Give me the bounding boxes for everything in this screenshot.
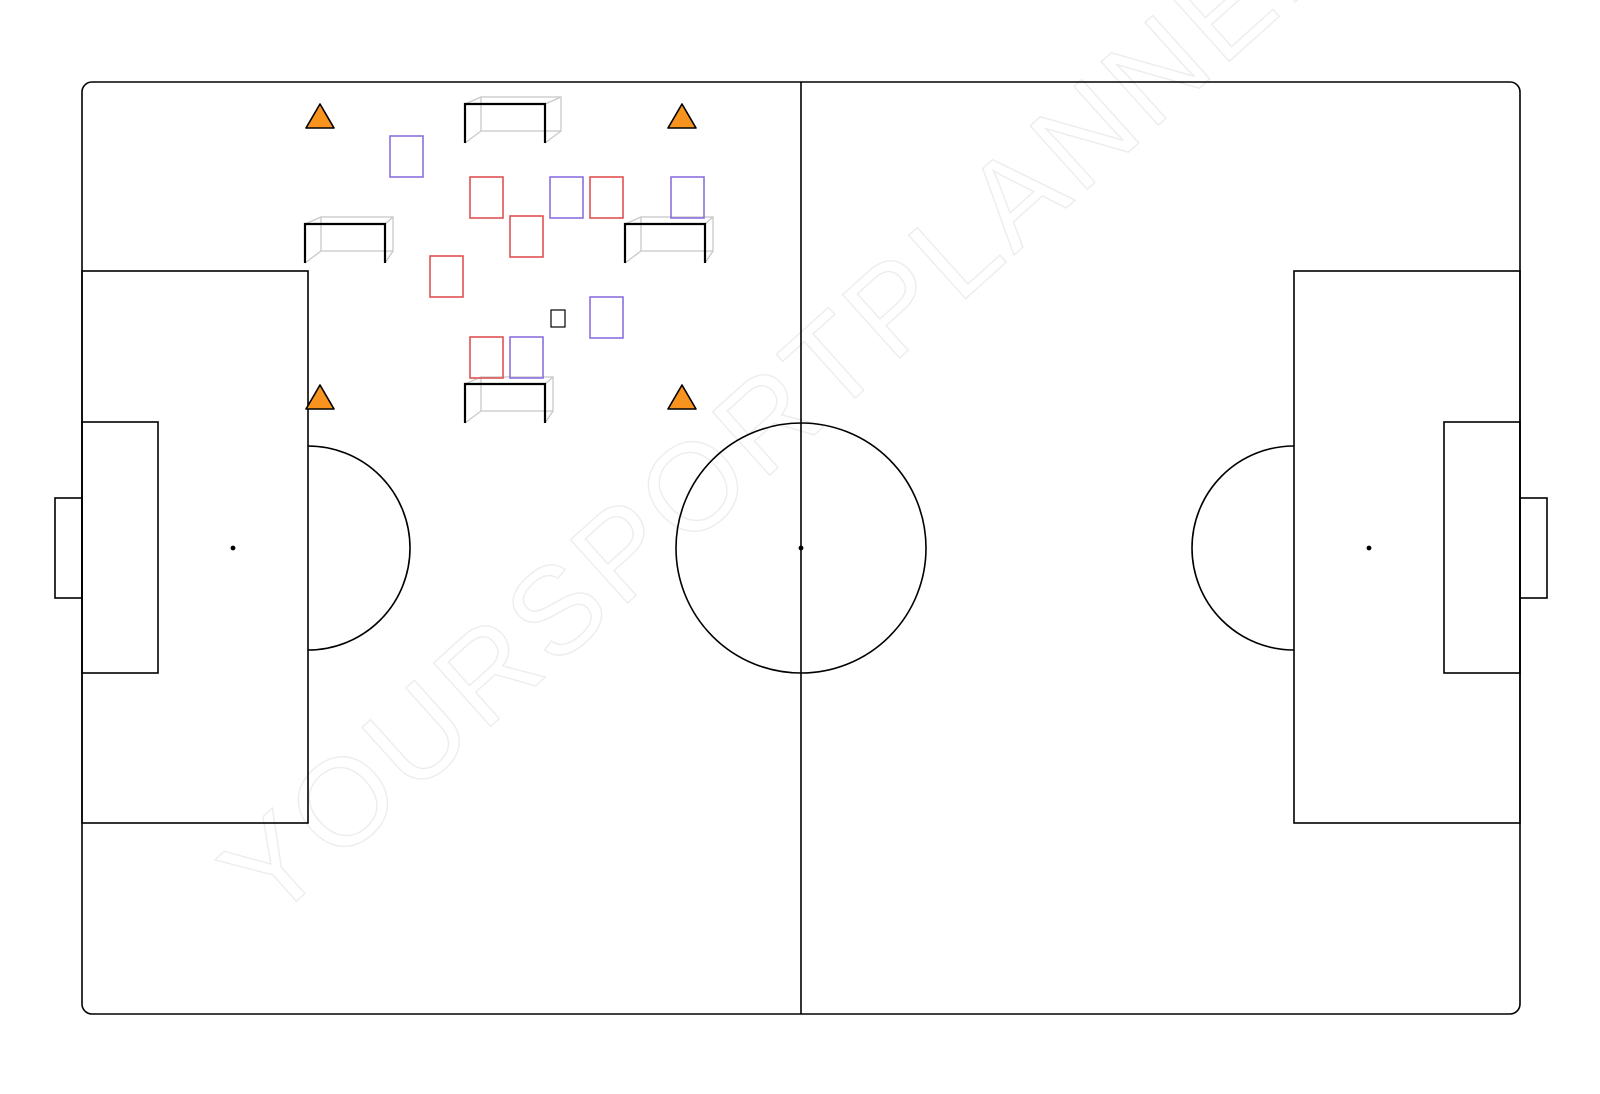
small-goal-bottom[interactable] — [463, 376, 554, 424]
left-penalty-arc — [307, 445, 411, 651]
cone[interactable] — [305, 384, 335, 410]
left-penalty-spot — [230, 545, 236, 551]
cone[interactable] — [667, 384, 697, 410]
left-goal-area — [81, 421, 159, 674]
red-team — [429, 176, 624, 379]
right-goal — [1519, 497, 1548, 599]
small-goal-right[interactable] — [623, 216, 714, 264]
left-penalty-area — [81, 270, 309, 824]
purple-team — [389, 135, 705, 379]
red-player[interactable] — [589, 176, 624, 219]
red-player[interactable] — [509, 215, 544, 258]
purple-player[interactable] — [509, 336, 544, 379]
cone[interactable] — [667, 103, 697, 129]
right-penalty-spot — [1366, 545, 1372, 551]
cones — [305, 103, 697, 410]
right-penalty-arc — [1191, 445, 1295, 651]
purple-player[interactable] — [589, 296, 624, 339]
small-goals — [303, 96, 714, 424]
purple-player[interactable] — [389, 135, 424, 178]
watermark-text: YOURSPORTPLANNER — [196, 0, 1377, 945]
purple-player[interactable] — [670, 176, 705, 219]
red-player[interactable] — [429, 255, 464, 298]
ball[interactable] — [550, 309, 566, 328]
center-spot — [798, 545, 804, 551]
red-player[interactable] — [469, 176, 504, 219]
pitch — [54, 81, 1548, 1015]
small-goal-left[interactable] — [303, 216, 394, 264]
small-goal-top[interactable] — [463, 96, 562, 144]
right-penalty-area — [1293, 270, 1521, 824]
cone[interactable] — [305, 103, 335, 129]
left-goal — [54, 497, 83, 599]
red-player[interactable] — [469, 336, 504, 379]
purple-player[interactable] — [549, 176, 584, 219]
watermark: YOURSPORTPLANNER — [195, 0, 1377, 946]
right-goal-area — [1443, 421, 1521, 674]
center-circle — [675, 422, 927, 674]
